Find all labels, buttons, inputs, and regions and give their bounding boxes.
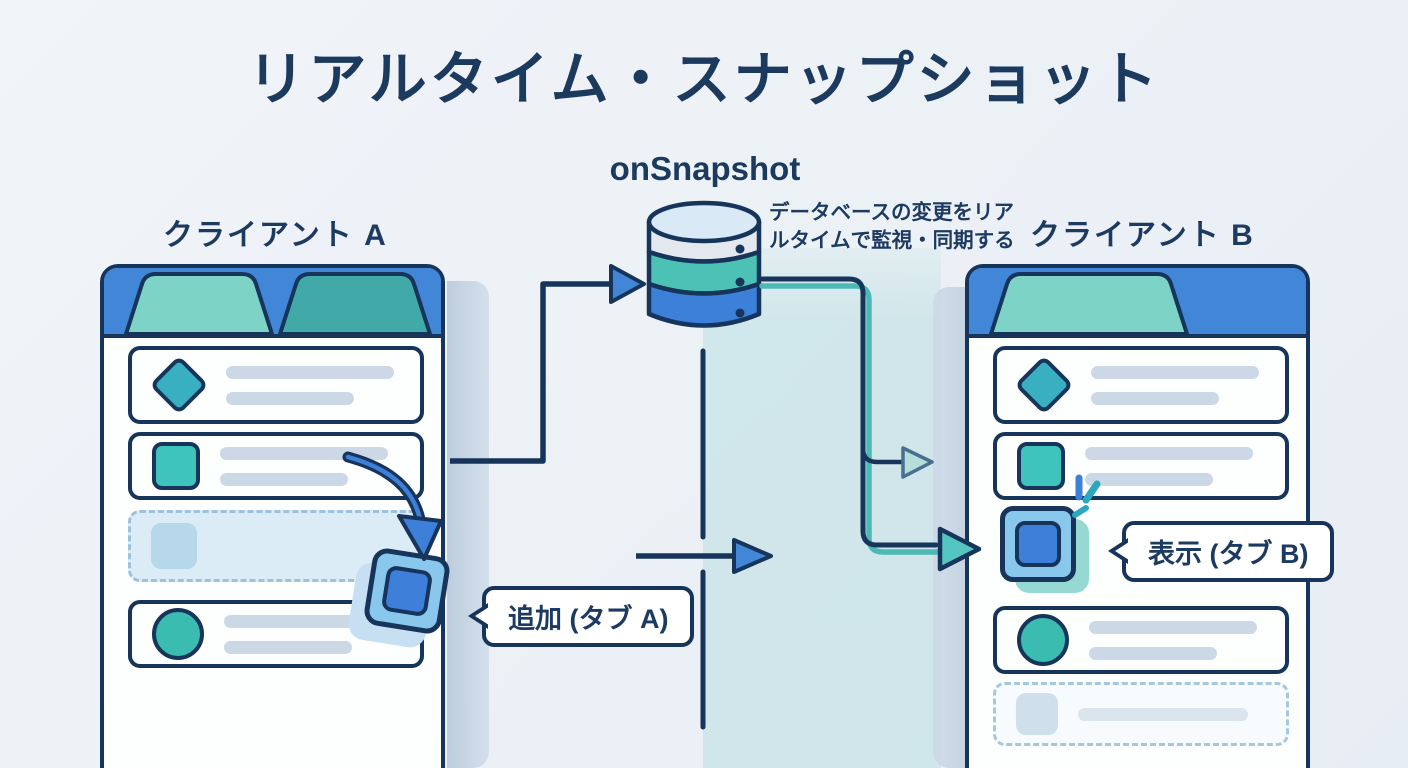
database-note-line-2: ルタイムで監視・同期する — [769, 228, 1015, 252]
client-a-label: クライアント A — [163, 219, 388, 252]
client-a-header — [104, 268, 441, 338]
add-tab-a-bubble-label: 追加 (タブ A) — [508, 604, 669, 634]
client-a-list-item-1 — [128, 346, 424, 424]
client-b-window — [965, 264, 1310, 768]
client-b-list-item-1 — [993, 346, 1289, 424]
client-a-tab-1 — [124, 272, 274, 334]
item-text-lines — [226, 365, 394, 405]
synced-new-item-tile — [1000, 506, 1076, 582]
client-b-tabs — [989, 272, 1189, 334]
client-b-window-shadow — [933, 287, 967, 768]
new-item-icon — [1015, 521, 1061, 567]
square-icon — [1017, 442, 1065, 490]
diamond-icon — [1014, 355, 1074, 415]
client-b-header — [969, 268, 1306, 338]
add-tab-a-bubble: 追加 (タブ A) — [467, 586, 695, 647]
client-a-tab-2 — [278, 272, 432, 334]
client-b-label: クライアント B — [1030, 219, 1255, 252]
item-text-lines — [1091, 365, 1259, 405]
diamond-icon — [149, 355, 209, 415]
client-a-window-shadow — [447, 281, 489, 768]
item-text-lines — [220, 446, 388, 486]
ghost-placeholder-icon — [1016, 693, 1058, 735]
ghost-placeholder-icon — [151, 523, 197, 569]
item-text-lines — [1089, 620, 1257, 660]
item-text-lines — [1085, 446, 1253, 486]
client-a-tabs — [124, 272, 432, 334]
item-text-lines — [1078, 707, 1248, 721]
dragged-new-item-tile — [362, 546, 452, 636]
client-b-tab-1 — [989, 272, 1189, 334]
client-b-list-item-2 — [993, 432, 1289, 500]
circle-icon — [152, 608, 204, 660]
onsnapshot-label: onSnapshot — [609, 150, 801, 187]
show-tab-b-bubble-label: 表示 (タブ B) — [1148, 539, 1309, 569]
diagram-title: リアルタイム・スナップショット — [247, 47, 1161, 112]
database-note-line-1: データベースの変更をリア — [769, 201, 1014, 224]
show-tab-b-bubble: 表示 (タブ B) — [1107, 521, 1335, 582]
client-a-list-item-2 — [128, 432, 424, 500]
square-icon — [152, 442, 200, 490]
client-a-window — [100, 264, 445, 768]
db-band-blue — [646, 281, 762, 328]
circle-icon — [1017, 614, 1069, 666]
db-top-ellipse — [646, 200, 762, 244]
client-b-placeholder-item — [993, 682, 1289, 746]
database-note: データベースの変更をリア ルタイムで監視・同期する — [769, 199, 1025, 254]
database-cylinder-icon — [638, 196, 770, 346]
new-item-icon — [380, 564, 434, 618]
client-b-list-item-4 — [993, 606, 1289, 674]
